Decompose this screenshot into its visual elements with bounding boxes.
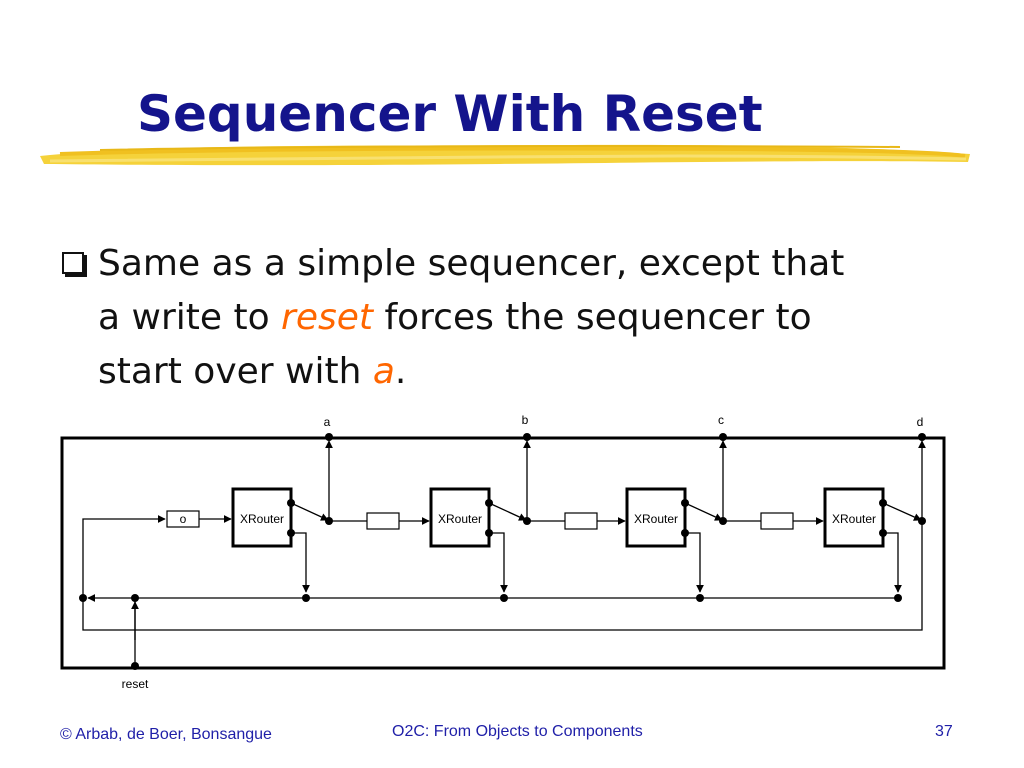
- slide-title: Sequencer With Reset: [137, 85, 763, 143]
- reset-label: reset: [122, 677, 149, 691]
- bullet-line-3-pre: start over with: [98, 351, 373, 392]
- output-label: b: [522, 413, 529, 427]
- reset-branch-wire: [685, 532, 704, 593]
- xrouter-label: XRouter: [832, 512, 876, 526]
- output-label: a: [324, 415, 331, 429]
- switch-wire: [488, 502, 527, 521]
- output-label: c: [718, 413, 724, 427]
- bullet-line-2-post: forces the sequencer to: [373, 297, 812, 338]
- fifo-buffer: [366, 512, 400, 530]
- checkbox-bullet-icon: [62, 252, 84, 274]
- reset-branch-wire: [489, 532, 508, 593]
- bullet-line-1: Same as a simple sequencer, except that: [98, 243, 845, 284]
- xrouter-label: XRouter: [240, 512, 284, 526]
- reset-keyword: reset: [281, 297, 374, 338]
- output-node: [523, 433, 531, 441]
- fifo-buffer: [760, 512, 794, 530]
- bullet-paragraph: Same as a simple sequencer, except that …: [62, 237, 962, 399]
- a-keyword: a: [372, 351, 395, 392]
- switch-wire: [290, 502, 329, 521]
- bullet-line-2-pre: a write to: [98, 297, 282, 338]
- bullet-line-2: a write to reset forces the sequencer to: [98, 291, 962, 345]
- switch-wire: [882, 502, 922, 521]
- xrouter-label: XRouter: [634, 512, 678, 526]
- xrouter-box: [429, 487, 491, 548]
- switch-wire: [684, 502, 723, 521]
- fifo-buffer: [564, 512, 598, 530]
- output-node: [719, 433, 727, 441]
- title-underline-brush: [40, 144, 970, 166]
- bullet-line-3-post: .: [394, 351, 407, 392]
- output-label: d: [917, 415, 924, 429]
- output-node: [918, 433, 926, 441]
- footer-authors: © Arbab, de Boer, Bonsangue: [60, 726, 272, 743]
- footer-course-title: O2C: From Objects to Components: [392, 723, 643, 740]
- initial-token-label: o: [180, 512, 187, 526]
- bullet-line-3: start over with a.: [98, 345, 962, 399]
- footer-page-number: 37: [935, 723, 953, 740]
- reset-input-node: [131, 662, 139, 670]
- outer-frame: [60, 436, 946, 670]
- reset-left-node: [79, 594, 87, 602]
- reset-branch-wire: [883, 532, 902, 593]
- xrouter-box: [823, 487, 885, 548]
- xrouter-label: XRouter: [438, 512, 482, 526]
- output-node: [325, 433, 333, 441]
- xrouter-box: [625, 487, 687, 548]
- feedback-loop-wire: [82, 515, 923, 631]
- reset-branch-wire: [291, 532, 310, 593]
- xrouter-box: [231, 487, 293, 548]
